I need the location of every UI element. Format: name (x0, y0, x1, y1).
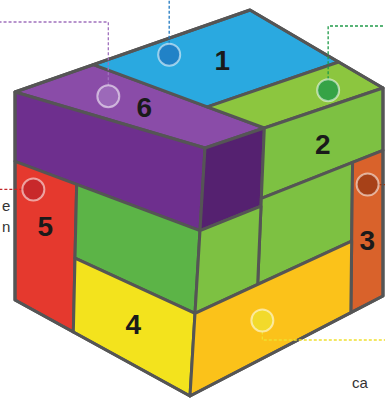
leader-line (0, 22, 108, 85)
yellow-piece-side (190, 241, 352, 396)
leader-line (262, 331, 385, 340)
caption-fragment: ca (352, 375, 368, 390)
callout-dot (317, 79, 339, 101)
caption-fragment: e (2, 198, 10, 213)
callout-number: 2 (315, 131, 331, 159)
callout-number: 4 (126, 311, 142, 339)
leader-line (169, 0, 170, 44)
callout-dot (22, 178, 44, 200)
orange-piece-side (351, 150, 383, 312)
callout-dot (158, 44, 180, 66)
callout-number: 5 (37, 213, 53, 241)
callout-dot (357, 174, 379, 196)
callout-number: 3 (359, 227, 375, 255)
leader-line (328, 26, 385, 79)
callout-dot (97, 85, 119, 107)
yellow-piece-front (73, 258, 195, 396)
callout-number: 1 (215, 47, 231, 75)
leader-lines (0, 0, 385, 340)
callout-dots (22, 44, 378, 332)
caption-fragment: n (2, 219, 10, 234)
callout-dot (251, 309, 273, 331)
leader-line (0, 189, 22, 190)
callout-number: 6 (137, 94, 153, 122)
